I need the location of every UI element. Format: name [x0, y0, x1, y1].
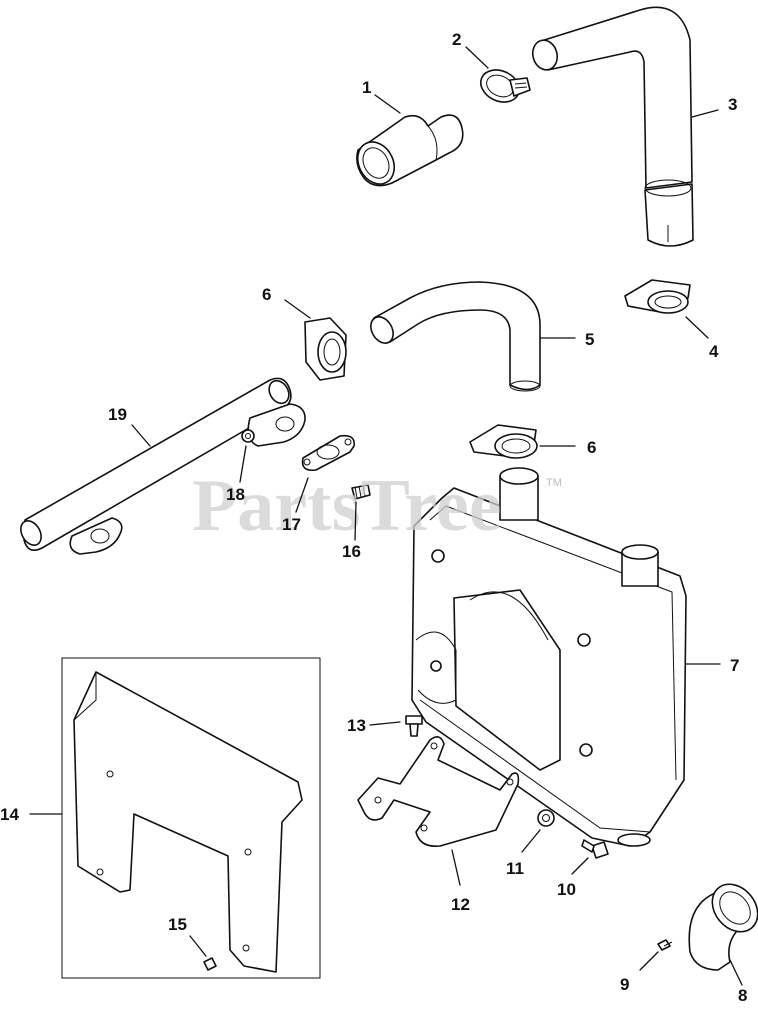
- callout-8[interactable]: 8: [738, 986, 747, 1005]
- watermark-trademark: TM: [546, 477, 562, 489]
- callouts: 1 2 3 4 5 6 6 7 8 9 10 11 12 13 14 15 16…: [0, 30, 747, 1005]
- part-19-manifold[interactable]: [17, 377, 306, 555]
- callout-10[interactable]: 10: [557, 880, 576, 899]
- callout-12[interactable]: 12: [451, 895, 470, 914]
- callout-11[interactable]: 11: [506, 859, 524, 878]
- part-14-heat-shield[interactable]: [61, 657, 321, 979]
- callout-14[interactable]: 14: [0, 805, 19, 824]
- part-9-screw[interactable]: [657, 939, 673, 951]
- part-16-stud[interactable]: [351, 484, 371, 500]
- callout-1[interactable]: 1: [362, 78, 371, 97]
- callout-16[interactable]: 16: [342, 542, 361, 561]
- callout-6-lower[interactable]: 6: [587, 438, 596, 457]
- watermark-text: PartsTree: [192, 465, 502, 547]
- part-17-gasket[interactable]: [301, 434, 356, 472]
- part-5-bent-pipe[interactable]: [366, 281, 541, 392]
- watermark: PartsTree TM: [192, 465, 562, 547]
- callout-17[interactable]: 17: [282, 515, 301, 534]
- part-15-screw[interactable]: [203, 957, 217, 971]
- callout-6-upper[interactable]: 6: [262, 285, 271, 304]
- callout-2[interactable]: 2: [452, 30, 461, 49]
- callout-18[interactable]: 18: [226, 485, 245, 504]
- part-4-bracket[interactable]: [624, 279, 691, 314]
- callout-4[interactable]: 4: [709, 342, 719, 361]
- part-18-nut[interactable]: [241, 429, 255, 443]
- callout-3[interactable]: 3: [728, 95, 737, 114]
- callout-19[interactable]: 19: [108, 405, 127, 424]
- callout-5[interactable]: 5: [585, 330, 594, 349]
- part-7-muffler[interactable]: [411, 467, 687, 847]
- part-10-bolt[interactable]: [581, 839, 609, 859]
- leader-lines: [29, 46, 743, 986]
- part-13-bolt[interactable]: [405, 715, 423, 737]
- callout-7[interactable]: 7: [730, 656, 739, 675]
- part-1-adapter[interactable]: [351, 114, 464, 190]
- callout-15[interactable]: 15: [168, 915, 187, 934]
- part-6-bracket-upper[interactable]: [304, 317, 347, 381]
- part-11-washer[interactable]: [537, 809, 555, 827]
- callout-9[interactable]: 9: [620, 975, 629, 994]
- part-3-exhaust-pipe[interactable]: [530, 6, 694, 247]
- part-2-clamp[interactable]: [476, 64, 531, 108]
- part-12-bracket[interactable]: [357, 736, 520, 848]
- part-8-elbow[interactable]: [688, 875, 758, 971]
- callout-13[interactable]: 13: [347, 716, 366, 735]
- part-6-bracket-lower[interactable]: [469, 424, 538, 459]
